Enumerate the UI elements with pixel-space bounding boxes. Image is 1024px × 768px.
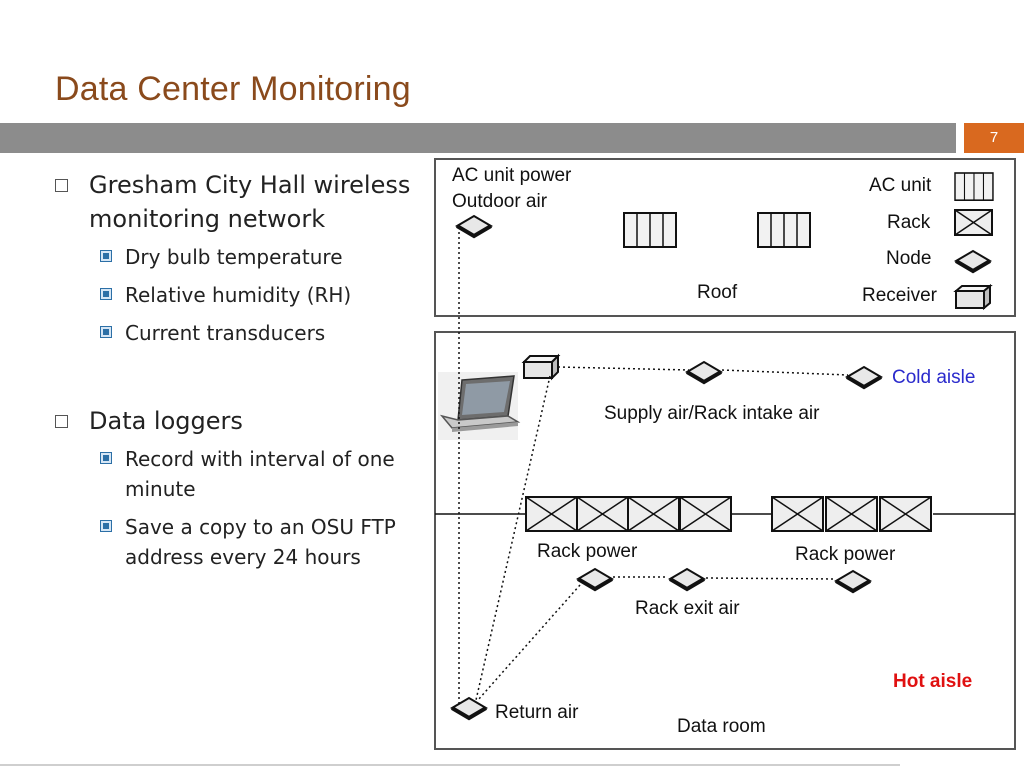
filled-square-bullet-icon: [100, 520, 112, 532]
ac-unit-icon: [623, 212, 677, 248]
title-band: [0, 123, 956, 153]
rack-exit-node-icon: [576, 567, 614, 591]
cold-aisle-node-icon: [845, 365, 883, 389]
rack-row-left: [525, 496, 732, 532]
roof-box: [434, 158, 1016, 317]
roof-label: Roof: [697, 282, 738, 303]
sub-bullet-text: Save a copy to an OSU FTP address every …: [125, 515, 396, 569]
legend-receiver-label: Receiver: [862, 285, 938, 306]
cold-aisle-label: Cold aisle: [892, 367, 975, 388]
footer-line: [0, 764, 900, 766]
bullet-text: Gresham City Hall wireless monitoring ne…: [89, 171, 411, 233]
supply-air-node-icon: [685, 360, 723, 384]
sub-bullet-text: Relative humidity (RH): [125, 283, 352, 307]
sub-bullet-text: Record with interval of one minute: [125, 447, 395, 501]
data-room-box: [434, 331, 1016, 750]
return-air-node-icon: [450, 696, 488, 720]
wireless-links: [458, 232, 849, 704]
sub-bullet: Record with interval of one minute: [55, 444, 435, 504]
filled-square-bullet-icon: [100, 250, 112, 262]
bullet-text: Data loggers: [89, 407, 243, 435]
sub-bullet: Dry bulb temperature: [55, 242, 435, 272]
sub-bullet-text: Current transducers: [125, 321, 326, 345]
rack-exit-node-icon: [834, 569, 872, 593]
slide-title: Data Center Monitoring: [55, 70, 411, 108]
bullet-main: Data loggers: [55, 404, 435, 438]
return-air-label: Return air: [495, 702, 579, 723]
legend-ac-unit-label: AC unit: [869, 175, 932, 196]
ac-unit-power-label: AC unit power: [452, 165, 572, 186]
legend-node-icon: [954, 249, 992, 273]
legend-node-label: Node: [886, 248, 931, 269]
square-bullet-icon: [55, 415, 68, 428]
hot-aisle-label: Hot aisle: [893, 671, 972, 692]
legend-receiver-icon: [953, 283, 993, 311]
legend-rack-icon: [954, 209, 993, 236]
rack-power-label-right: Rack power: [795, 544, 896, 565]
filled-square-bullet-icon: [100, 288, 112, 300]
filled-square-bullet-icon: [100, 452, 112, 464]
sub-bullet: Save a copy to an OSU FTP address every …: [55, 512, 435, 572]
rack-exit-air-label: Rack exit air: [635, 598, 740, 619]
legend-rack-label: Rack: [887, 212, 931, 233]
legend-ac-unit-icon: [954, 172, 994, 201]
rack-exit-node-icon: [668, 567, 706, 591]
data-room-label: Data room: [677, 716, 766, 737]
bullet-list: Gresham City Hall wireless monitoring ne…: [55, 168, 435, 580]
sub-bullet: Relative humidity (RH): [55, 280, 435, 310]
rack-power-label-left: Rack power: [537, 541, 638, 562]
page-number: 7: [964, 123, 1024, 153]
outdoor-air-label: Outdoor air: [452, 191, 548, 212]
bullet-main: Gresham City Hall wireless monitoring ne…: [55, 168, 435, 236]
laptop-icon: [438, 372, 521, 440]
receiver-icon: [521, 353, 561, 381]
filled-square-bullet-icon: [100, 326, 112, 338]
outdoor-node-icon: [455, 214, 493, 238]
sub-bullet-text: Dry bulb temperature: [125, 245, 343, 269]
rack-row-right: [771, 496, 932, 532]
ac-unit-icon: [757, 212, 811, 248]
supply-air-label: Supply air/Rack intake air: [604, 403, 820, 424]
sub-bullet: Current transducers: [55, 318, 435, 348]
square-bullet-icon: [55, 179, 68, 192]
